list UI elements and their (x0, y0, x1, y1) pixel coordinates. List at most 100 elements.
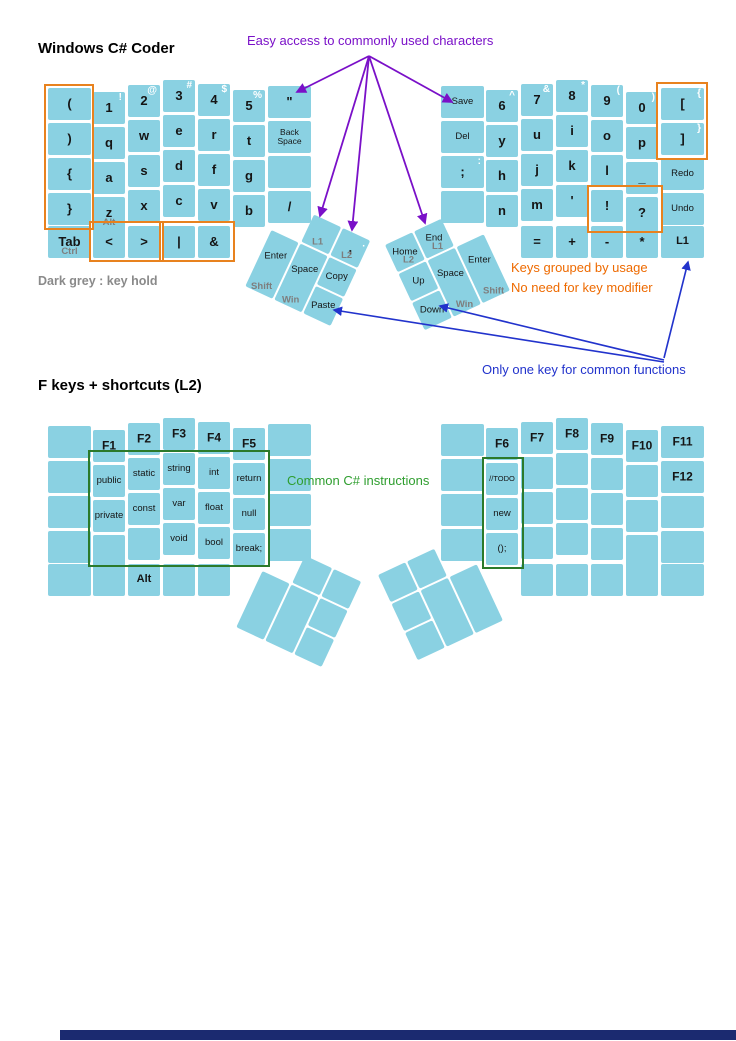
key-blank[interactable] (661, 564, 704, 596)
key-float[interactable]: float (198, 492, 230, 524)
key-static[interactable]: static (128, 458, 160, 490)
key-var[interactable]: var (163, 488, 195, 520)
key-8[interactable]: *8 (556, 80, 588, 112)
key-question[interactable]: ? (626, 197, 658, 229)
key-asterisk[interactable]: * (626, 226, 658, 258)
key-j[interactable]: j (521, 154, 553, 186)
key-t[interactable]: t (233, 125, 265, 157)
key-blank[interactable] (441, 459, 484, 491)
key-parens-semicolon[interactable]: (); (486, 533, 518, 565)
key-plus[interactable]: + (556, 226, 588, 258)
key-del[interactable]: Del (441, 121, 484, 153)
key-n[interactable]: n (486, 195, 518, 227)
key-3[interactable]: #3 (163, 80, 195, 112)
key-f3[interactable]: F3 (163, 418, 195, 450)
key-7[interactable]: &7 (521, 84, 553, 116)
key-pipe[interactable]: | (163, 226, 195, 258)
key-q[interactable]: q (93, 127, 125, 159)
key-blank[interactable] (268, 424, 311, 456)
key-f11[interactable]: F11 (661, 426, 704, 458)
key-v[interactable]: v (198, 189, 230, 221)
key-blank[interactable] (626, 500, 658, 532)
key-k[interactable]: k (556, 150, 588, 182)
key-y[interactable]: y (486, 125, 518, 157)
key-h[interactable]: h (486, 160, 518, 192)
key-apostrophe[interactable]: ' (556, 185, 588, 217)
key-g[interactable]: g (233, 160, 265, 192)
key-4[interactable]: $4 (198, 84, 230, 116)
key-blank[interactable] (556, 488, 588, 520)
key-r[interactable]: r (198, 119, 230, 151)
key-alt[interactable]: Alt (128, 564, 160, 596)
key-w[interactable]: w (128, 120, 160, 152)
key-c[interactable]: c (163, 185, 195, 217)
key-close-brace[interactable]: } (48, 193, 91, 225)
key-5[interactable]: %5 (233, 90, 265, 122)
key-return[interactable]: return (233, 463, 265, 495)
key-b[interactable]: b (233, 195, 265, 227)
key-private[interactable]: private (93, 500, 125, 532)
key-double-quote[interactable]: " (268, 86, 311, 118)
key-ampersand[interactable]: & (198, 226, 230, 258)
key-back-space[interactable]: Back Space (268, 121, 311, 153)
key-less-than[interactable]: < (93, 226, 125, 258)
key-null[interactable]: null (233, 498, 265, 530)
key-blank[interactable] (591, 564, 623, 596)
key-blank[interactable] (441, 424, 484, 456)
key-public[interactable]: public (93, 465, 125, 497)
key-new[interactable]: new (486, 498, 518, 530)
key-i[interactable]: i (556, 115, 588, 147)
key-semicolon[interactable]: :; (441, 156, 484, 188)
key-minus[interactable]: - (591, 226, 623, 258)
key-break[interactable]: break; (233, 533, 265, 565)
key-blank[interactable] (48, 564, 91, 596)
key-blank[interactable] (626, 564, 658, 596)
key-underscore[interactable]: _ (626, 162, 658, 194)
key-l[interactable]: l (591, 155, 623, 187)
key-f[interactable]: f (198, 154, 230, 186)
key-exclamation[interactable]: ! (591, 190, 623, 222)
key-blank[interactable] (591, 493, 623, 525)
key-const[interactable]: const (128, 493, 160, 525)
key-greater-than[interactable]: > (128, 226, 160, 258)
key-blank[interactable] (48, 426, 91, 458)
key-d[interactable]: d (163, 150, 195, 182)
key-blank[interactable] (268, 494, 311, 526)
key-open-paren[interactable]: ( (48, 88, 91, 120)
key-string[interactable]: string (163, 453, 195, 485)
key-f5[interactable]: F5 (233, 428, 265, 460)
key-blank[interactable] (268, 156, 311, 188)
key-a[interactable]: a (93, 162, 125, 194)
key-slash[interactable]: / (268, 191, 311, 223)
key-p[interactable]: p (626, 127, 658, 159)
key-0[interactable]: )0 (626, 92, 658, 124)
key-todo-comment[interactable]: //TODO (486, 463, 518, 495)
key-blank[interactable] (268, 459, 311, 491)
key-blank[interactable] (93, 535, 125, 567)
key-f8[interactable]: F8 (556, 418, 588, 450)
key-f9[interactable]: F9 (591, 423, 623, 455)
key-f6[interactable]: F6 (486, 428, 518, 460)
key-blank[interactable] (591, 528, 623, 560)
key-f7[interactable]: F7 (521, 422, 553, 454)
key-undo[interactable]: Undo (661, 193, 704, 225)
key-bool[interactable]: bool (198, 527, 230, 559)
key-x[interactable]: x (128, 190, 160, 222)
key-save[interactable]: Save (441, 86, 484, 118)
key-blank[interactable] (626, 465, 658, 497)
key-blank[interactable] (93, 564, 125, 596)
key-blank[interactable] (556, 523, 588, 555)
key-9[interactable]: (9 (591, 85, 623, 117)
key-blank[interactable] (556, 453, 588, 485)
key-blank[interactable] (198, 564, 230, 596)
key-blank[interactable] (48, 496, 91, 528)
key-o[interactable]: o (591, 120, 623, 152)
key-m[interactable]: m (521, 189, 553, 221)
key-blank[interactable] (591, 458, 623, 490)
key-u[interactable]: u (521, 119, 553, 151)
key-void[interactable]: void (163, 523, 195, 555)
key-blank[interactable] (128, 528, 160, 560)
key-l1[interactable]: L1 (661, 226, 704, 258)
